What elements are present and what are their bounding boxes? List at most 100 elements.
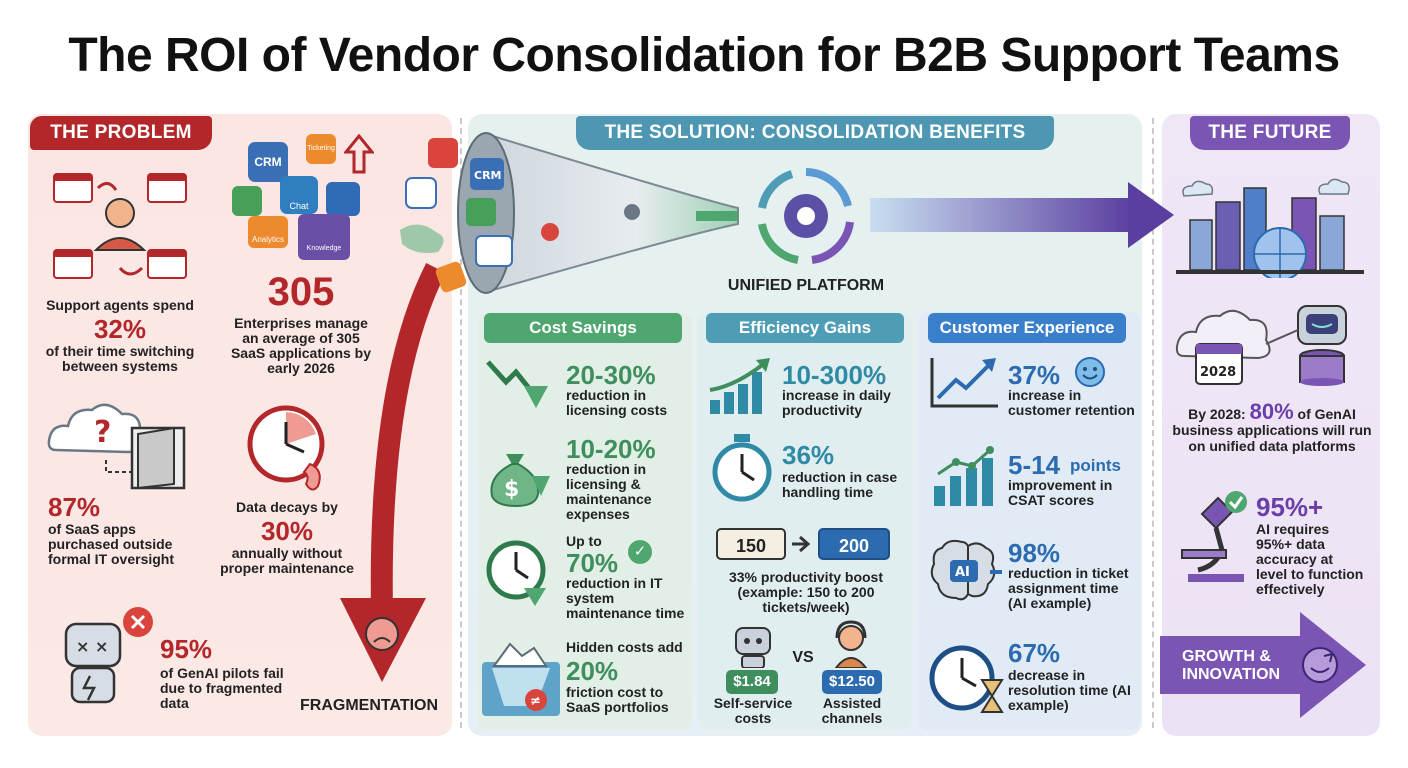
svg-text:$: $ (504, 477, 519, 502)
funnel-icon: CRM (457, 132, 739, 294)
problem-tag: THE PROBLEM (30, 116, 212, 150)
cx-item-4-value: 67% (1008, 638, 1061, 668)
assisted-label: Assisted channels (821, 695, 883, 726)
calendar-year: 2028 (1200, 365, 1236, 380)
knowledge-base-app-icon: Knowledge Base (298, 214, 350, 260)
svg-text:× ×: × × (76, 637, 108, 656)
efficiency-gains-header: Efficiency Gains (706, 313, 904, 343)
fragmentation-label: FRAGMENTATION (300, 697, 439, 714)
agents-post: of their time switching between systems (45, 343, 195, 374)
oversight-value: 87% (48, 492, 101, 522)
money-bag-icon: $ (490, 454, 550, 508)
cost-item-1-value: 20-30% (566, 360, 656, 390)
cloud-data-robot-icon: 2028 (1175, 305, 1347, 386)
cost-item-4-value: 20% (566, 656, 619, 686)
unified-platform-gear-icon (758, 168, 854, 264)
ticket-to: 200 (818, 528, 890, 560)
cost-item-3-pre: Up to (566, 533, 602, 549)
down-trend-icon (486, 360, 548, 408)
assisted-price: $12.50 (822, 670, 882, 694)
analytics-app-icon: Analytics (248, 216, 288, 248)
agents-value: 32% (93, 314, 147, 344)
melting-clock-icon (247, 405, 325, 491)
fragmentation-arrow-icon (340, 263, 446, 682)
eff-item-2-value: 36% (782, 440, 835, 470)
funnel-crm-label: CRM (474, 169, 502, 182)
cx-item-1-value: 37% (1008, 360, 1061, 390)
eff-item-2-text: reduction in case handling time (782, 469, 898, 500)
cost-item-4-pre: Hidden costs add (566, 639, 683, 655)
self-service-price: $1.84 (726, 670, 778, 694)
up-arrow-icon (344, 134, 374, 174)
csat-chart-icon (934, 446, 994, 506)
retention-trend-icon (930, 358, 998, 408)
growth-label: GROWTH & INNOVATION (1182, 648, 1281, 683)
agent-switching-icon (53, 173, 187, 279)
genai-post: of GenAI business applications will run … (1172, 406, 1372, 454)
oversight-text: of SaaS apps purchased outside formal IT… (48, 521, 175, 567)
cost-savings-header: Cost Savings (484, 313, 682, 343)
solution-tag: THE SOLUTION: CONSOLIDATION BENEFITS (576, 116, 1054, 150)
svg-text:≠: ≠ (530, 694, 541, 709)
chat-app-icon: Chat (280, 176, 318, 214)
svg-text:?: ? (94, 415, 111, 450)
customer-experience-header: Customer Experience (928, 313, 1126, 343)
eff-item-1-value: 10-300% (782, 360, 887, 390)
ticketing-app-icon: Ticketing (306, 134, 336, 164)
divider-right (1152, 118, 1154, 728)
saas-text: Enterprises manage an average of 305 Saa… (230, 315, 372, 376)
cx-item-2-unit: points (1070, 456, 1121, 475)
saas-value: 305 (267, 270, 335, 314)
cx-item-4-text: decrease in resolution time (AI example) (1008, 667, 1131, 713)
cost-item-1-text: reduction in licensing costs (566, 387, 668, 418)
smiley-icon (1075, 357, 1105, 387)
cx-item-3-value: 98% (1008, 538, 1061, 568)
app-icons-cluster: CRM Ticketing Chat Analytics Knowledge B… (228, 134, 378, 264)
microscope-icon (1181, 491, 1247, 582)
decay-value: 30% (260, 516, 314, 546)
self-service-robot-icon (735, 627, 771, 668)
accuracy-value: 95%+ (1256, 492, 1324, 522)
iceberg-icon: ≠ (482, 642, 560, 716)
cost-item-2-text: reduction in licensing & maintenance exp… (566, 461, 652, 522)
eff-item-1-text: increase in daily productivity (782, 387, 891, 418)
scattered-apps-icon (400, 138, 467, 293)
self-service-label: Self-service costs (713, 695, 793, 726)
genai-statement: By 2028: 80% of GenAI business applicati… (1172, 401, 1372, 455)
green-app-icon (232, 186, 262, 216)
broken-robot-icon: × × (64, 607, 153, 704)
decay-post: annually without proper maintenance (220, 545, 354, 576)
clock-down-icon (486, 540, 546, 606)
future-city-icon (1176, 178, 1364, 278)
productivity-chart-icon (709, 358, 770, 414)
genai-value: 80% (1249, 399, 1294, 424)
growth-innovation-arrow-icon (1160, 612, 1366, 718)
ai-brain-icon: AI (930, 539, 1002, 601)
cost-item-3-text: reduction in IT system maintenance time (566, 575, 685, 621)
boost-text: 33% productivity boost (example: 150 to … (728, 569, 884, 615)
vs-label: VS (792, 649, 814, 666)
agents-pre: Support agents spend (46, 297, 194, 313)
crm-app-icon: CRM (248, 142, 288, 182)
check-icon: ✓ (628, 540, 652, 564)
stopwatch-icon (712, 434, 772, 502)
decay-pre: Data decays by (236, 499, 338, 515)
genai-pre: By 2028: (1188, 406, 1246, 422)
pilots-value: 95% (160, 634, 213, 664)
ai-chip-label: AI (955, 565, 970, 580)
chart-app-icon (326, 182, 360, 216)
page-title: The ROI of Vendor Consolidation for B2B … (68, 29, 1340, 82)
shadow-it-icon: ? (47, 403, 186, 490)
ticket-from: 150 (716, 528, 786, 560)
cx-item-2-value: 5-14 (1008, 450, 1061, 480)
cost-item-2-value: 10-20% (566, 434, 656, 464)
ticket-arrow-icon (792, 535, 811, 553)
cost-item-3-value: 70% (566, 548, 619, 578)
accuracy-text: AI requires 95%+ data accuracy at level … (1256, 521, 1364, 597)
cost-item-4-text: friction cost to SaaS portfolios (566, 684, 669, 715)
pilots-text: of GenAI pilots fail due to fragmented d… (160, 665, 284, 711)
divider-left (460, 118, 462, 728)
growth-arrow-icon (870, 182, 1174, 248)
resolution-clock-icon (929, 645, 1004, 713)
cx-item-3-text: reduction in ticket assignment time (AI … (1008, 565, 1129, 611)
